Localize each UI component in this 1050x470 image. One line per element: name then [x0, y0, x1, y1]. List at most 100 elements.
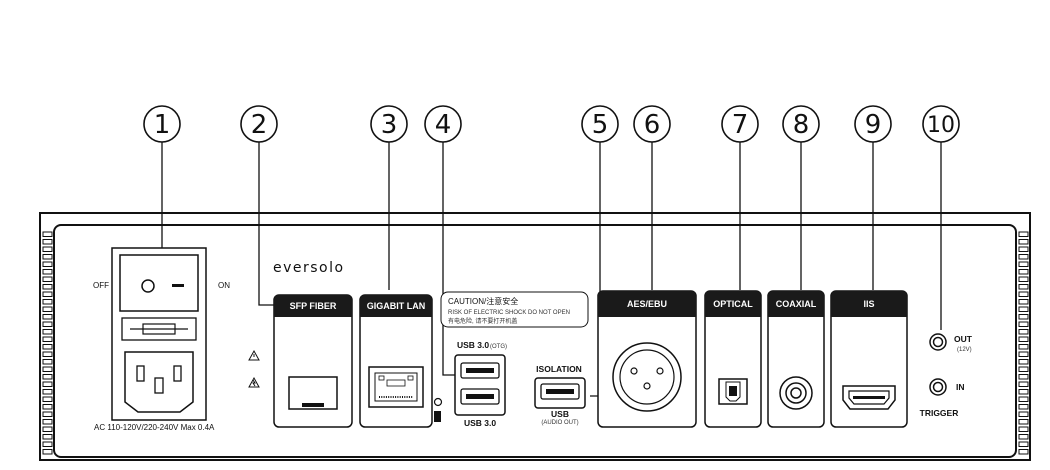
iis-label: IIS	[863, 299, 874, 309]
callout-2: 2	[240, 105, 278, 143]
vent-slot	[1018, 269, 1029, 275]
vent-slot	[1018, 434, 1029, 440]
vent-slot	[1018, 306, 1029, 312]
optical-label: OPTICAL	[713, 299, 753, 309]
callout-4: 4	[424, 105, 462, 143]
vent-slot	[42, 344, 53, 350]
vent-slot	[42, 419, 53, 425]
callout-10-number: 10	[927, 113, 955, 138]
vent-slot	[42, 314, 53, 320]
usb-3-label: USB 3.0	[464, 418, 496, 428]
gigabit-lan-port-group: GIGABIT LAN	[359, 294, 433, 428]
vent-slot	[42, 396, 53, 402]
caution-line-1: RISK OF ELECTRIC SHOCK DO NOT OPEN	[448, 310, 570, 316]
gigabit-lan-label: GIGABIT LAN	[367, 301, 426, 311]
vent-slot	[42, 426, 53, 432]
vent-slot	[42, 276, 53, 282]
usb-ports-group: USB 3.0 (OTG) USB 3.0	[454, 340, 507, 428]
vent-slot	[42, 269, 53, 275]
vent-slot	[1018, 239, 1029, 245]
iis-hdmi-port[interactable]	[842, 385, 896, 410]
chassis-inner-panel	[53, 224, 1017, 458]
vent-slot	[1018, 254, 1029, 260]
power-switch[interactable]	[119, 254, 199, 312]
vent-slot	[42, 434, 53, 440]
callout-7: 7	[721, 105, 759, 143]
vent-slot	[1018, 404, 1029, 410]
vent-slot	[42, 336, 53, 342]
vent-slot	[42, 246, 53, 252]
vent-slot	[42, 366, 53, 372]
power-module: OFF ON AC 110-120V/220-240V Max 0.4A	[93, 247, 230, 432]
on-label: ON	[218, 281, 230, 290]
iec-power-socket[interactable]	[124, 351, 194, 413]
vent-slot	[1018, 411, 1029, 417]
vent-slot	[1018, 329, 1029, 335]
vent-slot	[42, 381, 53, 387]
callout-1-number: 1	[154, 110, 171, 140]
reset-button[interactable]	[434, 411, 441, 422]
caution-line-2: 有电危险, 请不要打开机盖	[448, 317, 517, 325]
coaxial-label: COAXIAL	[776, 299, 817, 309]
callout-9-number: 9	[865, 110, 882, 140]
vent-slot	[1018, 426, 1029, 432]
callout-4-number: 4	[435, 110, 452, 140]
vent-slot	[1018, 366, 1029, 372]
vent-slot	[42, 374, 53, 380]
vent-slot	[42, 291, 53, 297]
vent-slot	[42, 306, 53, 312]
sfp-fiber-label: SFP FIBER	[290, 301, 337, 311]
trigger-out-label: OUT	[954, 334, 973, 344]
vent-slot	[42, 231, 53, 237]
warning-icon	[248, 349, 260, 361]
trigger-in-jack[interactable]	[929, 378, 947, 396]
vent-slot	[42, 321, 53, 327]
switch-on-symbol	[172, 284, 184, 287]
callout-2-number: 2	[251, 110, 268, 140]
vent-slot	[1018, 351, 1029, 357]
vent-slot	[1018, 314, 1029, 320]
ethernet-port[interactable]	[368, 366, 424, 408]
isolation-label: ISOLATION	[536, 364, 582, 374]
vent-slot	[1018, 336, 1029, 342]
callout-9: 9	[854, 105, 892, 143]
vent-slot	[1018, 359, 1029, 365]
callout-8: 8	[782, 105, 820, 143]
vent-slot	[42, 329, 53, 335]
side-vents	[42, 231, 1029, 455]
trigger-out-jack[interactable]	[929, 333, 947, 351]
switch-off-symbol	[141, 279, 155, 293]
trigger-out-voltage: (12V)	[957, 347, 972, 353]
trigger-group: OUT (12V) IN TRIGGER	[920, 333, 973, 418]
callout-3: 3	[370, 105, 408, 143]
callout-5: 5	[581, 105, 619, 143]
vent-slot	[42, 261, 53, 267]
trigger-in-label: IN	[956, 382, 965, 392]
caution-box: CAUTION/注意安全 RISK OF ELECTRIC SHOCK DO N…	[440, 291, 589, 328]
usb-otg-label: USB 3.0	[457, 340, 489, 350]
brand-logo: eversolo	[273, 260, 345, 276]
optical-toslink-port[interactable]	[718, 378, 748, 405]
vent-slot	[1018, 261, 1029, 267]
vent-slot	[42, 449, 53, 455]
lightning-warning-icon	[248, 376, 260, 388]
aes-ebu-label: AES/EBU	[627, 299, 667, 309]
xlr-connector[interactable]	[612, 342, 682, 412]
usb-otg-sub-label: (OTG)	[490, 344, 507, 350]
vent-slot	[1018, 344, 1029, 350]
callout-6: 6	[633, 105, 671, 143]
vent-slot	[42, 239, 53, 245]
vent-slot	[1018, 246, 1029, 252]
vent-slot	[42, 389, 53, 395]
vent-slot	[1018, 291, 1029, 297]
power-rating: AC 110-120V/220-240V Max 0.4A	[94, 423, 215, 432]
coaxial-port-group: COAXIAL	[767, 290, 825, 428]
vent-slot	[42, 411, 53, 417]
callout-8-number: 8	[793, 110, 810, 140]
coaxial-rca-port[interactable]	[779, 376, 813, 410]
aes-ebu-port-group: AES/EBU	[597, 290, 697, 428]
leader-lines	[161, 142, 942, 397]
callout-7-number: 7	[732, 110, 749, 140]
caution-title: CAUTION/注意安全	[448, 296, 518, 306]
